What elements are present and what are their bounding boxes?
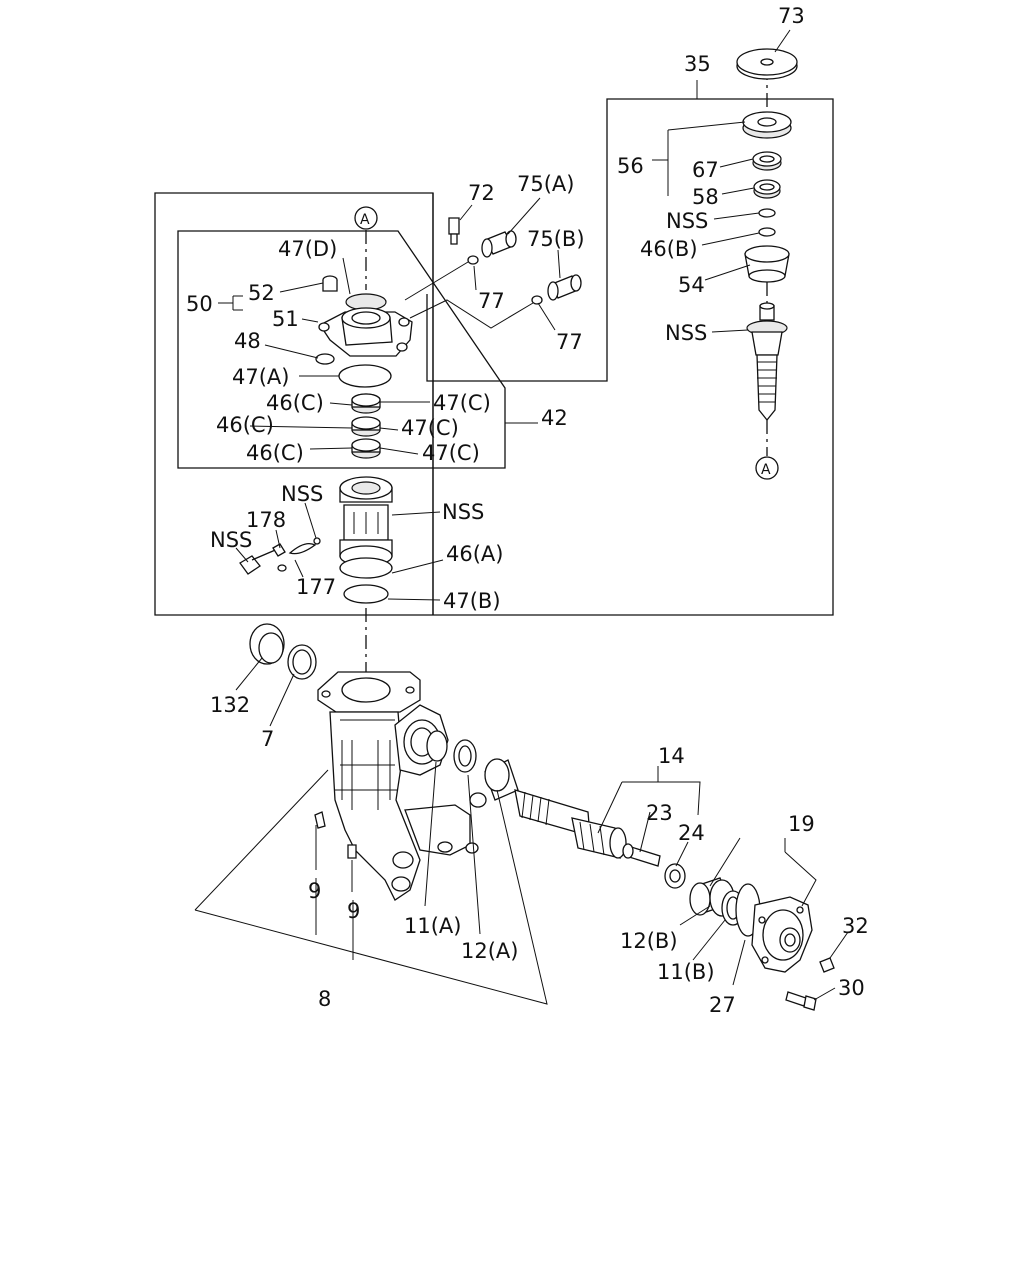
label-11b: 11(B) <box>657 960 715 984</box>
label-51: 51 <box>272 307 299 331</box>
label-73: 73 <box>778 4 805 28</box>
label-30: 30 <box>838 976 865 1000</box>
label-14: 14 <box>658 744 685 768</box>
label-nss-4: NSS <box>442 500 484 524</box>
label-7: 7 <box>261 727 274 751</box>
label-75a: 75(A) <box>517 172 574 196</box>
label-nss-1: NSS <box>666 209 708 233</box>
label-77-a: 77 <box>478 289 505 313</box>
label-47b: 47(B) <box>443 589 501 613</box>
label-27: 27 <box>709 993 736 1017</box>
valve-stack-35 <box>736 48 798 422</box>
label-58: 58 <box>692 185 719 209</box>
label-12b: 12(B) <box>620 929 678 953</box>
label-nss-2: NSS <box>665 321 707 345</box>
label-8: 8 <box>318 987 331 1011</box>
label-ref-a-bottom: A <box>761 462 771 478</box>
ref-markers <box>354 206 779 480</box>
label-48: 48 <box>234 329 261 353</box>
gear-housing-8 <box>314 671 487 901</box>
label-50: 50 <box>186 292 213 316</box>
seals-11A-12A <box>426 730 477 773</box>
valve-body-51 <box>315 275 413 388</box>
label-ref-a-top: A <box>360 212 370 228</box>
sector-shaft-14 <box>484 758 686 889</box>
ref-circle-a-top <box>354 206 378 230</box>
label-47c-a: 47(C) <box>433 391 491 415</box>
side-cover-19 <box>689 877 835 1011</box>
seals-132-7 <box>249 623 317 680</box>
label-132: 132 <box>210 693 250 717</box>
label-54: 54 <box>678 273 705 297</box>
label-47a: 47(A) <box>232 365 289 389</box>
label-72: 72 <box>468 181 495 205</box>
label-9-b: 9 <box>347 899 360 923</box>
outer-box-42 <box>154 98 834 616</box>
label-177: 177 <box>296 575 336 599</box>
piston-rack <box>339 476 393 604</box>
label-9-a: 9 <box>308 879 321 903</box>
label-56: 56 <box>617 154 644 178</box>
label-19: 19 <box>788 812 815 836</box>
ref-circle-a-bottom <box>755 456 779 480</box>
label-nss-3: NSS <box>281 482 323 506</box>
group-boxes <box>154 98 834 616</box>
label-46c-c: 46(C) <box>246 441 304 465</box>
label-nss-5: NSS <box>210 528 252 552</box>
label-52: 52 <box>248 281 275 305</box>
label-46c-b: 46(C) <box>216 413 274 437</box>
label-46a: 46(A) <box>446 542 503 566</box>
seal-stack <box>351 393 381 459</box>
fittings <box>404 217 582 329</box>
label-12a: 12(A) <box>461 939 518 963</box>
part-labels: 73 35 56 67 58 NSS 46(B) 54 NSS A 72 75(… <box>186 4 869 1017</box>
label-75b: 75(B) <box>527 227 585 251</box>
small-parts-177-178 <box>239 537 321 575</box>
label-24: 24 <box>678 821 705 845</box>
label-46b: 46(B) <box>640 237 698 261</box>
label-32: 32 <box>842 914 869 938</box>
label-178: 178 <box>246 508 286 532</box>
label-46c-a: 46(C) <box>266 391 324 415</box>
label-47c-c: 47(C) <box>422 441 480 465</box>
inner-box-46-47 <box>177 230 506 469</box>
label-42: 42 <box>541 406 568 430</box>
label-11a: 11(A) <box>404 914 461 938</box>
label-47d: 47(D) <box>278 237 337 261</box>
label-35: 35 <box>684 52 711 76</box>
label-67: 67 <box>692 158 719 182</box>
label-77-b: 77 <box>556 330 583 354</box>
leader-lines <box>194 29 849 1005</box>
label-23: 23 <box>646 801 673 825</box>
label-47c-b: 47(C) <box>401 416 459 440</box>
